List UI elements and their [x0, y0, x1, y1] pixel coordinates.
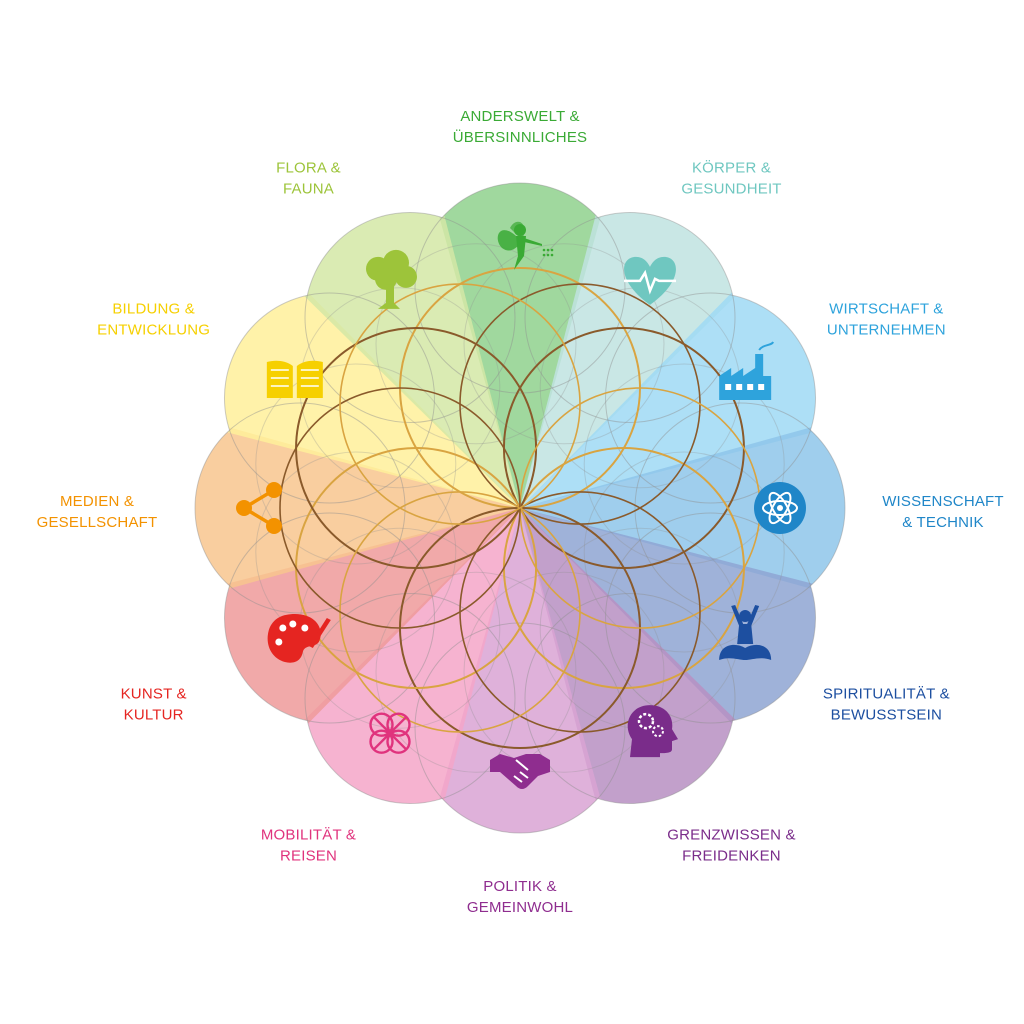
- label-line-1: KÖRPER &: [692, 159, 771, 177]
- petal-grenzwissen: [520, 508, 845, 833]
- petal-inner-outline: [583, 451, 785, 653]
- petal-outline: [605, 292, 817, 504]
- petal-outline: [194, 402, 406, 614]
- label-grenzwissen: GRENZWISSEN & FREIDENKEN: [667, 826, 795, 864]
- center-seed-of-life: [279, 267, 761, 749]
- label-bildung: BILDUNG & ENTWICKLUNG: [97, 301, 210, 339]
- petal-inner-outline: [463, 571, 665, 773]
- petal-outline: [414, 182, 626, 394]
- label-line-1: GRENZWISSEN &: [667, 826, 795, 843]
- petal-bildung: [195, 183, 520, 508]
- label-flora: FLORA & FAUNA: [276, 160, 341, 198]
- label-anderswelt: ANDERSWELT & ÜBERSINNLICHES: [453, 108, 588, 146]
- label-line-2: KULTUR: [124, 707, 184, 724]
- label-line-1: ANDERSWELT &: [460, 108, 579, 125]
- flower-route-icon: [369, 712, 411, 754]
- petal-inner-outline: [463, 243, 665, 445]
- petal-flora: [195, 183, 520, 508]
- petal-outline: [605, 512, 817, 724]
- label-line-2: BEWUSSTSEIN: [831, 707, 942, 724]
- factory-icon: [719, 341, 775, 400]
- label-wissenschaft: WISSENSCHAFT & TECHNIK: [882, 493, 1004, 531]
- fairy-icon: [497, 221, 554, 270]
- tree-icon: [366, 249, 417, 309]
- label-line-1: SPIRITUALITÄT &: [823, 686, 950, 703]
- share-icon: [236, 482, 282, 534]
- label-line-2: GEMEINWOHL: [467, 899, 573, 916]
- label-line-1: BILDUNG &: [112, 301, 195, 318]
- seed-ring: [339, 283, 581, 525]
- label-line-2: ENTWICKLUNG: [97, 322, 210, 339]
- label-politik: POLITIK & GEMEINWOHL: [467, 878, 573, 916]
- petal-medien: [195, 369, 520, 647]
- label-line-1: KUNST &: [121, 686, 187, 703]
- label-line-2: REISEN: [280, 847, 337, 864]
- label-line-2: GESUNDHEIT: [681, 181, 781, 198]
- label-line-1: POLITIK &: [483, 878, 557, 895]
- label-line-2: FAUNA: [283, 181, 334, 198]
- label-spiritualitaet: SPIRITUALITÄT & BEWUSSTSEIN: [823, 686, 950, 724]
- petal-outline: [304, 211, 516, 423]
- handshake-icon: [490, 754, 550, 789]
- label-line-2: & TECHNIK: [902, 514, 984, 531]
- atom-icon: [754, 482, 806, 534]
- petal-inner-outline: [255, 363, 457, 565]
- label-line-1: WISSENSCHAFT: [882, 493, 1004, 510]
- label-line-1: MEDIEN &: [60, 493, 134, 510]
- petal-kunst: [195, 508, 520, 833]
- book-icon: [266, 360, 323, 398]
- palette-icon: [267, 614, 331, 663]
- petal-outline: [223, 512, 435, 724]
- heartbeat-icon: [624, 256, 676, 305]
- label-line-1: FLORA &: [276, 160, 341, 177]
- petal-mobilitaet: [195, 508, 520, 833]
- petal-outline: [524, 211, 736, 423]
- petal-outline: [304, 593, 516, 805]
- label-medien: MEDIEN & GESELLSCHAFT: [37, 493, 158, 531]
- label-wirtschaft: WIRTSCHAFT & UNTERNEHMEN: [827, 301, 946, 339]
- label-line-2: FREIDENKEN: [682, 847, 781, 864]
- category-icons: [236, 221, 806, 789]
- label-line-2: ÜBERSINNLICHES: [453, 128, 588, 146]
- petal-outline: [524, 593, 736, 805]
- category-labels: ANDERSWELT & ÜBERSINNLICHES KÖRPER & GESUND…: [37, 108, 1004, 916]
- petal-inner-outline: [375, 243, 577, 445]
- label-koerper: KÖRPER & GESUNDHEIT: [681, 159, 781, 198]
- petal-spiritualitaet: [520, 508, 845, 833]
- label-line-2: GESELLSCHAFT: [37, 514, 158, 531]
- petal-inner-outline: [255, 451, 457, 653]
- label-line-2: UNTERNEHMEN: [827, 322, 946, 339]
- petal-wirtschaft: [520, 183, 845, 508]
- label-mobilitaet: MOBILITÄT & REISEN: [261, 826, 356, 864]
- label-line-1: MOBILITÄT &: [261, 826, 356, 843]
- label-line-1: WIRTSCHAFT &: [829, 301, 943, 318]
- petal-outline: [223, 292, 435, 504]
- petal-inner-outline: [375, 571, 577, 773]
- head-gears-icon: [627, 705, 678, 758]
- meditation-icon: [719, 605, 772, 660]
- petal-inner-outline: [583, 363, 785, 565]
- label-kunst: KUNST & KULTUR: [121, 686, 187, 724]
- petal-outline: [414, 622, 626, 834]
- petal-koerper: [520, 183, 845, 508]
